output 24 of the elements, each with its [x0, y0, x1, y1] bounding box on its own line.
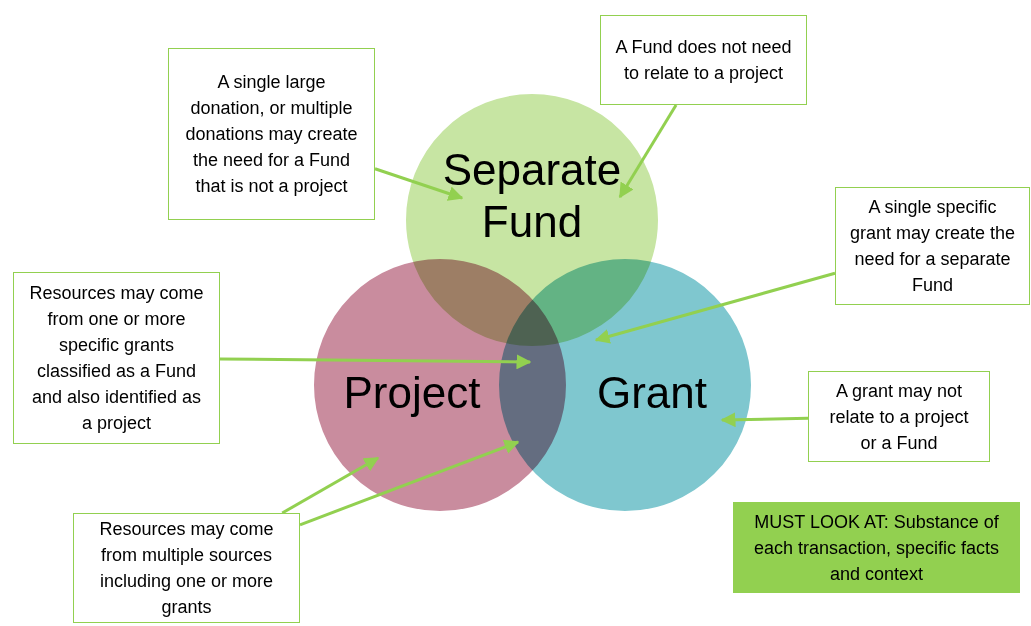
callout-box	[13, 272, 220, 444]
circle-label: Grant	[595, 367, 708, 419]
callout-text: MUST LOOK AT: Substance of each transaction, specific facts and context	[752, 510, 1001, 586]
callout-box	[168, 48, 375, 220]
leader-arrow	[618, 104, 678, 199]
callout-text: A single specific grant may create the need for a separate Fund	[848, 196, 1017, 297]
callout-text: A Fund does not need to relate to a project	[614, 36, 793, 85]
callout-box	[835, 187, 1030, 305]
circle-label: Separate Fund	[441, 144, 623, 248]
leader-arrow	[220, 354, 532, 370]
callout-text: Resources may come from multiple sources including one or more grants	[98, 518, 275, 619]
circle-label: Project	[342, 367, 482, 419]
callout-text: A grant may not relate to a project or a Fund	[828, 379, 970, 455]
callout-text: A single large donation, or multiple donations may create the need for a Fund that is not a project	[184, 71, 359, 198]
note-box	[733, 502, 1020, 593]
callout-text: Resources may come from one or more specific grants classified as a Fund and also identified as a project	[28, 282, 205, 435]
leader-arrow	[281, 456, 380, 515]
callout-box	[600, 15, 807, 105]
callout-box	[73, 513, 300, 623]
leader-arrow	[594, 271, 836, 344]
leader-arrow	[299, 439, 520, 527]
callout-box	[808, 371, 990, 462]
leader-arrow	[374, 167, 464, 201]
leader-arrow	[720, 412, 809, 428]
